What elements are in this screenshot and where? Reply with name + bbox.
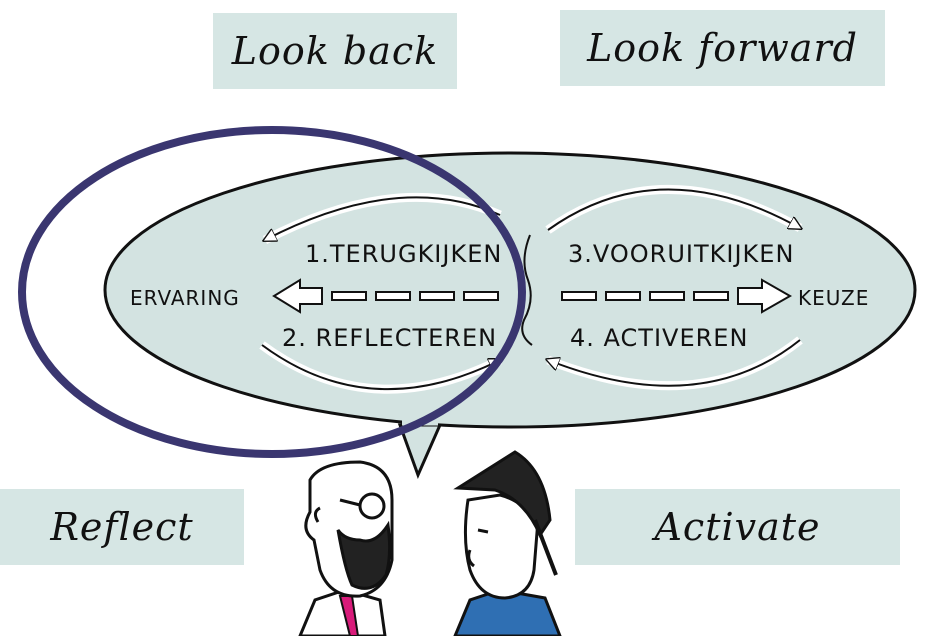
reflect-text: Reflect — [50, 505, 194, 549]
activate-label: Activate — [575, 489, 900, 565]
dashed-arrow-left — [272, 278, 499, 314]
step3-text: 3.VOORUITKIJKEN — [568, 240, 794, 268]
look-forward-text: Look forward — [587, 26, 858, 70]
step1-text: 1.TERUGKIJKEN — [305, 240, 502, 268]
highlight-circle — [18, 126, 526, 458]
dashed-arrow-right — [561, 278, 793, 314]
cycle-arrows — [259, 185, 800, 394]
reflect-label: Reflect — [0, 489, 244, 565]
speech-bubble — [103, 151, 917, 480]
ervaring-text: ERVARING — [130, 286, 240, 310]
person-reflecting — [298, 460, 394, 636]
center-squiggle — [521, 234, 533, 346]
step4-text: 4. ACTIVEREN — [570, 324, 748, 352]
activate-text: Activate — [654, 505, 821, 549]
step2-text: 2. REFLECTEREN — [282, 324, 497, 352]
look-back-text: Look back — [231, 29, 439, 73]
look-back-label: Look back — [213, 13, 457, 89]
keuze-text: KEUZE — [798, 286, 869, 310]
person-activating — [453, 450, 562, 636]
look-forward-label: Look forward — [560, 10, 885, 86]
